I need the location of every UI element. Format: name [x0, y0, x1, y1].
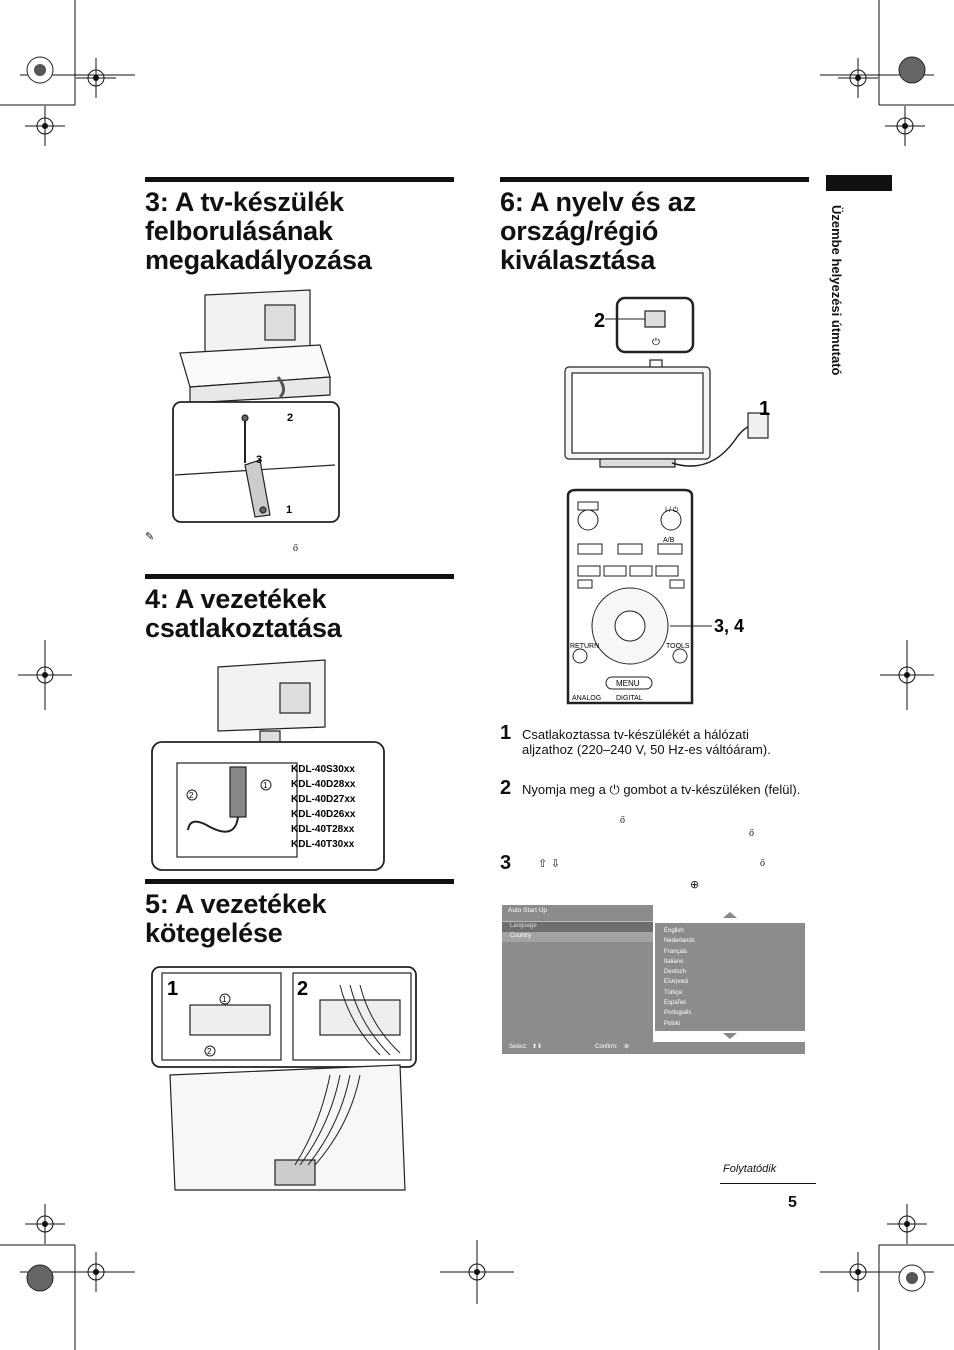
step-2-number: 2 — [500, 777, 512, 799]
section3-rule — [145, 177, 454, 182]
s4-callout-1: 1 — [263, 781, 268, 790]
step-2-extra-b: ő — [749, 828, 754, 839]
step-1-number: 1 — [500, 722, 512, 744]
tv-callout-1: 1 — [759, 398, 770, 420]
remote-return-label: RETURN — [570, 643, 599, 650]
osd-language-item[interactable]: Nederlands — [664, 938, 695, 945]
remote-analog-label: ANALOG — [572, 695, 601, 702]
step-1-text: Csatlakoztassa tv-készülékét a hálózati … — [522, 727, 771, 757]
section4-figure: KDL-40S30xx KDL-40D28xx KDL-40D27xx KDL-… — [151, 659, 385, 871]
s3-callout-1: 1 — [286, 504, 292, 516]
osd-language-item[interactable]: Français — [664, 948, 688, 955]
tv-power-figure: ⏻ 2 1 — [564, 296, 770, 468]
step-3-arrows: ⇧ ⇩ — [538, 857, 560, 870]
step-3-extra-b: ⊕ — [690, 878, 700, 891]
osd-footer: Select: ⬆⬇ Confirm: ⊕ — [502, 1042, 805, 1054]
osd-confirm-icon: ⊕ — [624, 1044, 630, 1050]
step-3-extra-a: ő — [760, 858, 765, 869]
model-0: KDL-40S30xx — [291, 764, 355, 775]
model-3: KDL-40D26xx — [291, 809, 356, 820]
s5-callout-1: 1 — [222, 995, 227, 1004]
step-3-number: 3 — [500, 852, 512, 874]
osd-language-item[interactable]: Português — [664, 1010, 692, 1017]
section3-note-char: ő — [293, 543, 298, 554]
remote-menu-label: MENU — [616, 679, 640, 688]
section5-figure: 1 2 1 2 — [151, 966, 417, 1191]
osd-scroll-up-icon[interactable] — [722, 911, 738, 919]
s3-callout-2: 2 — [287, 412, 293, 424]
page-number: 5 — [788, 1194, 797, 1211]
section4-title: 4: A vezetékek csatlakoztatása — [145, 584, 342, 643]
step-2-text: Nyomja meg a ⏻ gombot a tv-készüléken (f… — [522, 782, 801, 797]
section3-title: 3: A tv-készülék felborulásának megakadá… — [145, 187, 372, 275]
section5-title: 5: A vezetékek kötegelése — [145, 889, 327, 948]
osd-language-item[interactable]: Español — [664, 1000, 686, 1007]
remote-callout: 3, 4 — [714, 616, 744, 636]
remote-digital-label: DIGITAL — [616, 695, 643, 702]
note-icon: ✎ — [145, 531, 155, 543]
remote-tools-label: TOOLS — [666, 643, 690, 650]
osd-language-item[interactable]: Türkçe — [664, 989, 683, 996]
osd-language-item[interactable]: Polski — [664, 1020, 681, 1027]
sidebar-label: Üzembe helyezési útmutató — [829, 205, 844, 376]
osd-language-item[interactable]: English — [664, 928, 684, 934]
osd-title: Auto Start Up — [508, 907, 548, 914]
section5-rule — [145, 879, 454, 884]
osd-row-country[interactable]: Country — [502, 932, 653, 942]
remote-power-label: I / ⏻ — [665, 506, 679, 514]
s3-callout-3: 3 — [256, 454, 262, 466]
s5-panel-label-1: 1 — [167, 978, 178, 1000]
osd-scroll-down-icon[interactable] — [722, 1032, 738, 1040]
s5-callout-2: 2 — [207, 1047, 212, 1056]
osd-language-item[interactable]: Deutsch — [664, 969, 687, 976]
s5-panel-label-2: 2 — [297, 978, 308, 1000]
osd-language-item[interactable]: Italiano — [664, 958, 684, 965]
remote-figure: I / ⏻ A/B RETURN TOOLS MENU ANALOG DIGIT… — [566, 488, 744, 705]
step-2-extra-a: ő — [620, 815, 625, 826]
power-icon: ⏻ — [652, 337, 660, 348]
remote-ab-label: A/B — [663, 537, 675, 544]
osd-title-divider — [502, 921, 653, 922]
osd-updown-icon: ⬆⬇ — [532, 1044, 543, 1050]
tv-callout-2: 2 — [594, 310, 605, 332]
osd-language-item[interactable]: Ελληνικά — [664, 979, 689, 986]
footer-rule — [720, 1183, 816, 1184]
continued-label: Folytatódik — [723, 1163, 777, 1175]
osd-row-language[interactable]: Language — [502, 922, 653, 932]
model-4: KDL-40T28xx — [291, 824, 355, 835]
sidebar-tab — [826, 175, 892, 191]
model-5: KDL-40T30xx — [291, 839, 355, 850]
s4-callout-2: 2 — [189, 791, 194, 800]
model-2: KDL-40D27xx — [291, 794, 356, 805]
section3-figure: 2 3 1 — [172, 289, 340, 523]
section6-title: 6: A nyelv és az ország/régió kiválasztá… — [500, 187, 696, 275]
section4-rule — [145, 574, 454, 579]
section6-rule — [500, 177, 809, 182]
model-1: KDL-40D28xx — [291, 779, 356, 790]
